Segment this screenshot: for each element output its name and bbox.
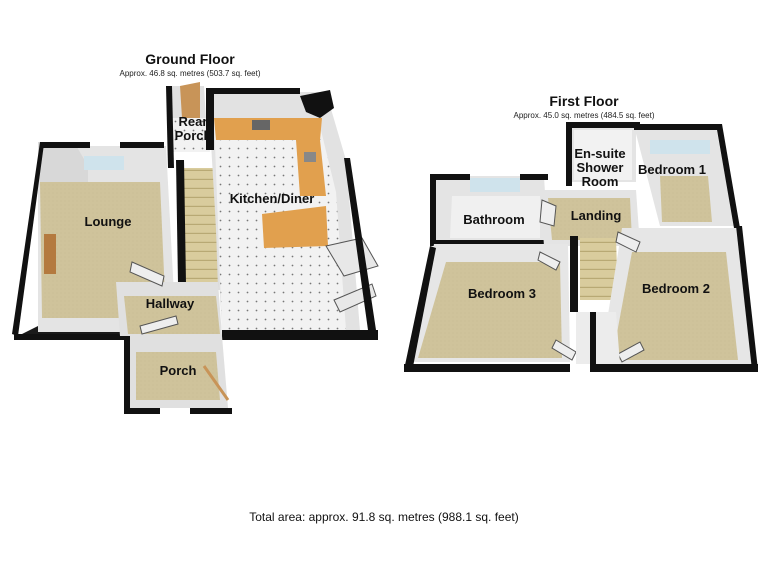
room-bedroom-1: Bedroom 1 (634, 124, 740, 228)
first-floor-plan: Bathroom En-suite Shower Room Bedroom 1 (404, 93, 758, 372)
room-ensuite: En-suite Shower Room (566, 122, 640, 189)
ground-floor-plan: Lounge Rear Porch (12, 51, 379, 414)
room-label-bedroom-3: Bedroom 3 (468, 286, 536, 301)
room-label-landing: Landing (571, 208, 622, 223)
room-label-shower: Shower (577, 160, 624, 175)
first-floor-area: Approx. 45.0 sq. metres (484.5 sq. feet) (514, 111, 655, 120)
room-label-lounge: Lounge (85, 214, 132, 229)
room-label-porch: Porch (160, 363, 197, 378)
room-bedroom-3: Bedroom 3 (404, 244, 577, 372)
room-label-bathroom: Bathroom (463, 212, 524, 227)
room-label-hallway: Hallway (146, 296, 195, 311)
store-cupboard (576, 312, 620, 372)
room-landing: Landing (539, 190, 640, 312)
ground-floor-area: Approx. 46.8 sq. metres (503.7 sq. feet) (120, 69, 261, 78)
room-label-rear: Rear (179, 114, 208, 129)
room-rear-porch: Rear Porch (166, 82, 211, 168)
room-porch: Porch (124, 336, 232, 414)
ground-floor-title: Ground Floor (145, 51, 235, 67)
room-label-porch-rear: Porch (175, 128, 212, 143)
total-area: Total area: approx. 91.8 sq. metres (988… (249, 510, 519, 524)
room-label-room: Room (582, 174, 619, 189)
room-label-kitchen-diner: Kitchen/Diner (230, 191, 315, 206)
room-label-bedroom-1: Bedroom 1 (638, 162, 706, 177)
room-label-ensuite: En-suite (574, 146, 625, 161)
room-hallway: Hallway (116, 261, 222, 336)
room-label-bedroom-2: Bedroom 2 (642, 281, 710, 296)
first-floor-title: First Floor (549, 93, 619, 109)
room-bedroom-2: Bedroom 2 (596, 226, 758, 372)
room-bathroom: Bathroom (430, 174, 550, 246)
room-kitchen-diner: Kitchen/Diner (206, 88, 379, 340)
